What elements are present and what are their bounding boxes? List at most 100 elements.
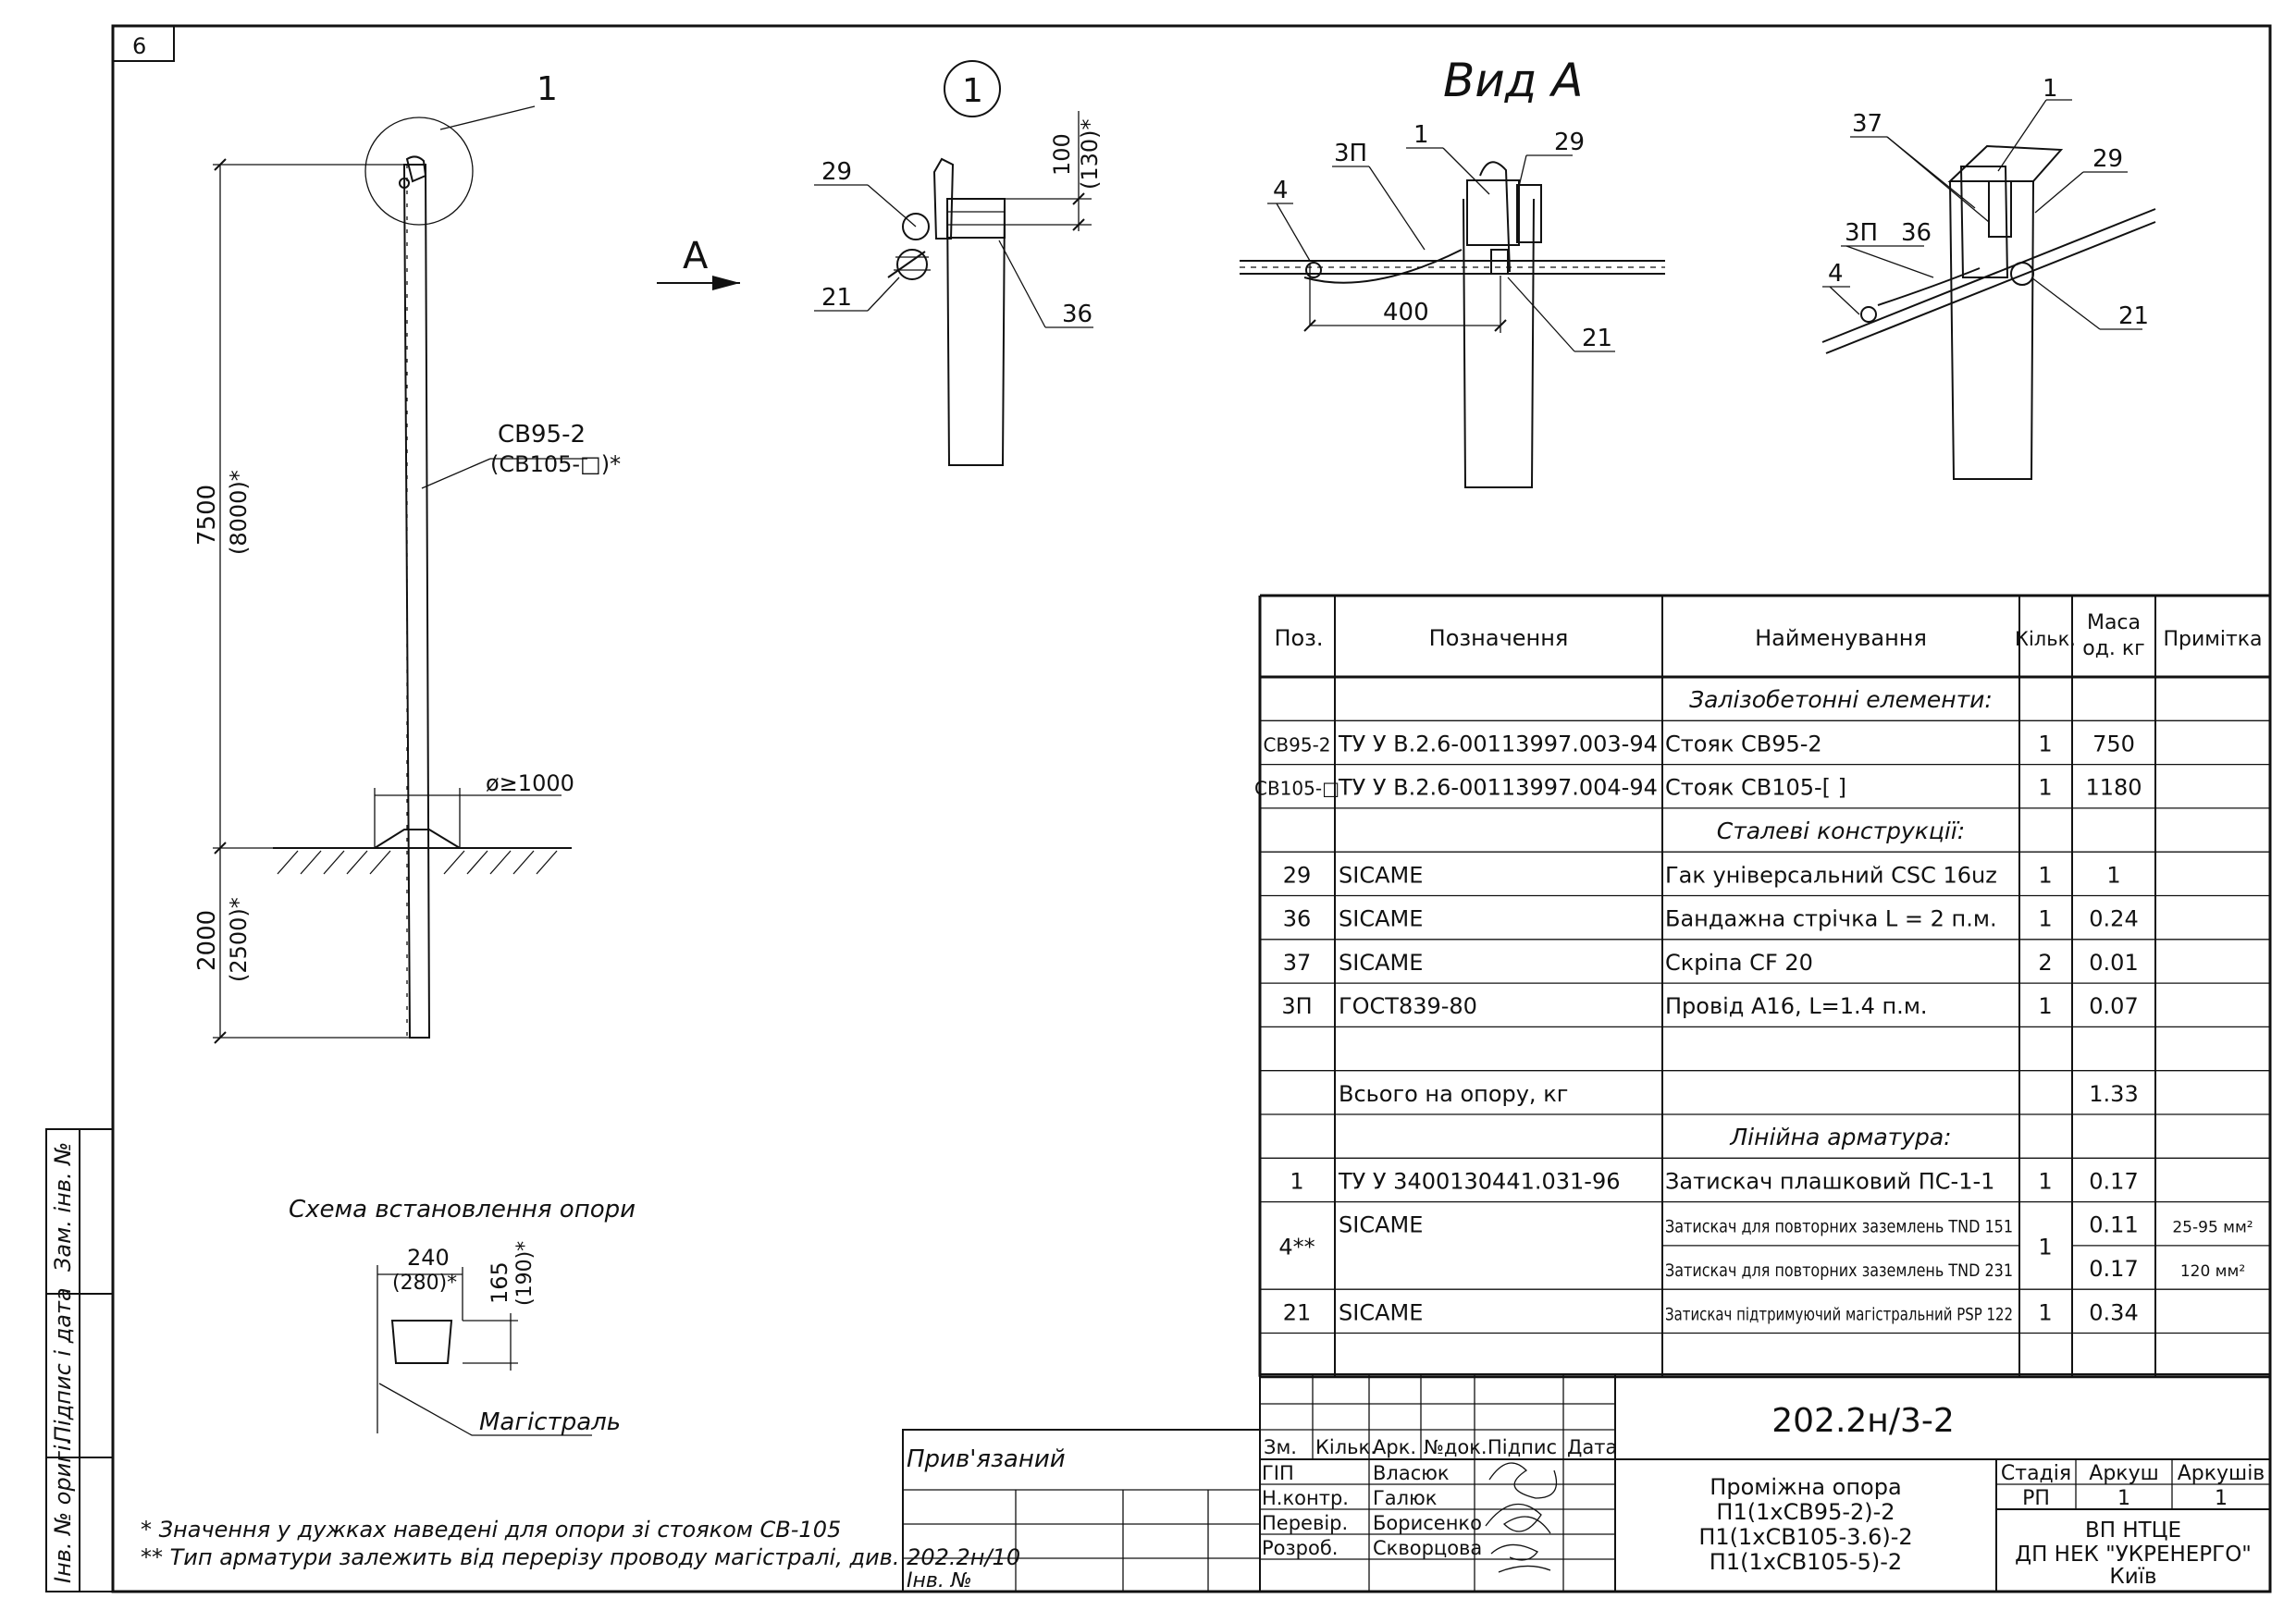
doc-code: 202.2н/3-2 [1771, 1402, 1955, 1440]
name-nkontr: Галюк [1373, 1487, 1437, 1509]
scheme-line-label: Магістраль [479, 1408, 621, 1436]
title-line-4: П1(1хСВ105-5)-2 [1710, 1549, 1902, 1575]
spec-mass: 0.01 [2089, 950, 2138, 976]
left-margin-strip: Зам. інв. № Підпис і дата Інв. № оригі. [45, 1128, 114, 1592]
pole-type-label-alt: (СВ105-□)* [490, 451, 621, 477]
spec-section-title: Лінійна арматура: [1729, 1124, 1951, 1150]
note-1: * Значення у дужках наведені для опори з… [141, 1517, 841, 1543]
detail-dim-130: (130)* [1077, 118, 1103, 190]
iso-callout-37: 37 [1852, 110, 1882, 138]
inv-label: Інв. № [907, 1569, 972, 1592]
view-arrow-label: A [683, 235, 709, 277]
spec-designation: SICAME [1339, 906, 1423, 932]
sheet-value: 1 [2117, 1487, 2130, 1510]
sheets-value: 1 [2215, 1487, 2228, 1510]
installation-scheme: Схема встановлення опори 240 (280)* 165 … [289, 1196, 636, 1436]
stage-value: РП [2022, 1487, 2050, 1510]
view-a-callout-21: 21 [1582, 325, 1612, 352]
view-a-callout-29: 29 [1554, 129, 1585, 156]
spec-mass: 0.34 [2089, 1299, 2138, 1325]
dim-7500: 7500 [193, 485, 221, 546]
iso-callout-21: 21 [2118, 302, 2149, 330]
spec-pos: 1 [1290, 1168, 1303, 1194]
spec-name: Затискач для повторних заземлень TND 231 [1665, 1260, 2013, 1281]
iso-pole [1949, 180, 2034, 480]
scheme-title: Схема встановлення опори [289, 1196, 636, 1223]
spec-designation: SICAME [1339, 950, 1423, 976]
spec-pos: 37 [1283, 950, 1312, 976]
role-rozrob: Розроб. [1262, 1537, 1338, 1559]
spec-qty: 1 [2038, 993, 2052, 1019]
iso-callout-29: 29 [2092, 145, 2123, 173]
spec-mass: 0.24 [2089, 906, 2138, 932]
detail-dim-100: 100 [1049, 133, 1075, 176]
iso-callout-4: 4 [1828, 260, 1844, 288]
sheets-label: Аркушів [2178, 1462, 2265, 1485]
dim-2000: 2000 [193, 910, 221, 971]
spec-mass: 0.07 [2089, 993, 2138, 1019]
detail-1-view: 1 100 (130)* 29 21 36 [814, 60, 1103, 466]
pole-body [402, 164, 431, 1039]
header-qty: Кільк. [2015, 628, 2076, 650]
spec-qty: 1 [2038, 1168, 2052, 1194]
view-a-callout-3p: 3П [1334, 140, 1367, 167]
spec-pos: 4** [1278, 1234, 1315, 1260]
org-line-2: ДП НЕК "УКРЕНЕРГО" [2015, 1543, 2252, 1567]
scheme-dim-165: 165 [487, 1261, 512, 1304]
spec-name: Гак універсальний CSC 16uz [1665, 862, 1997, 888]
spec-name: Затискач підтримуючий магістральний PSP … [1665, 1304, 2013, 1324]
handwritten-signatures [1485, 1462, 1558, 1573]
spec-qty: 1 [2038, 862, 2052, 888]
spec-pos: 21 [1283, 1299, 1312, 1325]
detail-1-marker-label: 1 [962, 72, 983, 110]
detail-1-marker [944, 60, 1001, 117]
spec-qty: 1 [2038, 1299, 2052, 1325]
pole-type-label: СВ95-2 [498, 421, 586, 449]
col-header-kilk: Кільк. [1315, 1436, 1376, 1458]
spec-name: Провід А16, L=1.4 п.м. [1665, 993, 1928, 1019]
view-arrow-a: A [657, 235, 740, 290]
spec-pos: 3П [1281, 993, 1312, 1019]
col-header-ark: Арк. [1373, 1436, 1416, 1458]
col-header-date: Дата [1567, 1436, 1617, 1458]
spec-name: Затискач для повторних заземлень TND 151 [1665, 1217, 2013, 1237]
col-header-doc: №док. [1424, 1436, 1487, 1458]
org-line-1: ВП НТЦЕ [2085, 1518, 2181, 1543]
header-mass-1: Маса [2087, 611, 2141, 634]
detail-callout-36: 36 [1062, 301, 1092, 328]
pole-elevation: 1 ø≥1000 СВ95-2 (СВ105-□)* 7500 (8000)* [193, 70, 621, 1044]
spec-designation: SICAME [1339, 1299, 1423, 1325]
role-gip: ГІП [1262, 1462, 1294, 1484]
callout-1-main: 1 [537, 70, 558, 108]
spec-name: Затискач плашковий ПС-1-1 [1665, 1168, 1994, 1194]
scheme-dim-190: (190)* [513, 1241, 537, 1306]
spec-designation: SICAME [1339, 1212, 1423, 1238]
spec-mass: 1 [2106, 862, 2120, 888]
margin-sign-date: Підпис і дата [50, 1287, 76, 1443]
title-line-1: Проміжна опора [1710, 1474, 1901, 1500]
spec-designation: ТУ У В.2.6-00113997.003-94 [1338, 731, 1658, 756]
margin-inv-zam: Зам. інв. № [50, 1142, 76, 1272]
sheet-number-box [112, 25, 175, 62]
spec-mass: 1.33 [2089, 1081, 2138, 1107]
spec-name: Стояк СВ95-2 [1665, 731, 1822, 756]
header-name: Найменування [1755, 625, 1927, 651]
spec-pos: СВ105-□ [1254, 778, 1339, 800]
spec-designation: ТУ У В.2.6-00113997.004-94 [1338, 775, 1658, 801]
title-line-3: П1(1хСВ105-3.6)-2 [1698, 1524, 1912, 1550]
spec-qty: 1 [2038, 731, 2052, 756]
spec-designation: ТУ У 3400130441.031-96 [1338, 1168, 1621, 1194]
spec-name: Стояк СВ105-[ ] [1665, 775, 1846, 801]
org-line-3: Київ [2109, 1565, 2156, 1589]
note-2: ** Тип арматури залежить від перерізу пр… [141, 1544, 1020, 1570]
spec-designation: SICAME [1339, 862, 1423, 888]
header-designation: Позначення [1429, 625, 1569, 651]
spec-name: Бандажна стрічка L = 2 п.м. [1665, 906, 1997, 932]
scheme-dim-240: 240 [407, 1245, 450, 1271]
spec-mass: 0.11 [2089, 1212, 2138, 1238]
spec-mass: 0.17 [2089, 1256, 2138, 1282]
iso-callout-1: 1 [2043, 75, 2058, 103]
header-note: Примітка [2163, 628, 2262, 651]
